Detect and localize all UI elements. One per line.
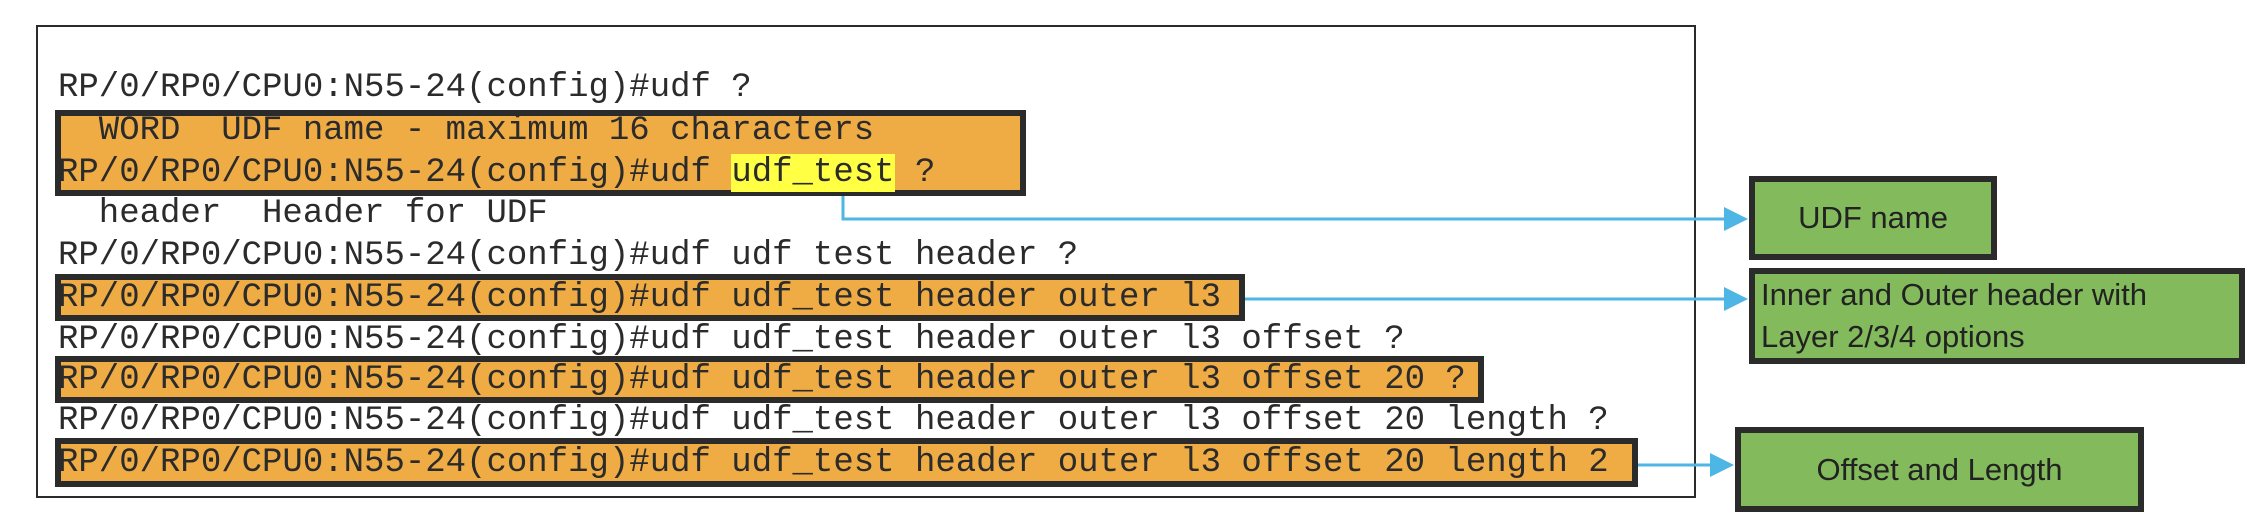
callout-text: UDF name (1798, 200, 1948, 235)
cli-line: WORD UDF name - maximum 16 characters (58, 112, 875, 150)
highlight-box-length (55, 438, 1638, 487)
callout-offset-length: Offset and Length (1735, 427, 2144, 512)
cli-line: RP/0/RP0/CPU0:N55-24(config)#udf udf_tes… (58, 321, 1405, 359)
callout-udf-name: UDF name (1749, 176, 1997, 260)
udf-name-highlight: udf_test (731, 154, 895, 192)
cli-line: RP/0/RP0/CPU0:N55-24(config)#udf udf_tes… (58, 279, 1221, 317)
cli-output-frame (36, 25, 1696, 498)
cli-line: header Header for UDF (58, 195, 548, 233)
highlight-box-offset (55, 356, 1484, 403)
highlight-box-header (55, 274, 1245, 321)
cli-line: RP/0/RP0/CPU0:N55-24(config)#udf udf_tes… (58, 402, 1609, 440)
cli-line: RP/0/RP0/CPU0:N55-24(config)#udf udf_tes… (58, 444, 1609, 482)
cli-prefix: RP/0/RP0/CPU0:N55-24(config)#udf (58, 154, 732, 192)
cli-line: RP/0/RP0/CPU0:N55-24(config)#udf udf_tes… (58, 361, 1466, 399)
cli-suffix: ? (894, 154, 936, 192)
arrow-udf-name (841, 196, 1748, 231)
callout-header: Inner and Outer header with Layer 2/3/4 … (1749, 268, 2245, 364)
callout-text: Inner and Outer header with Layer 2/3/4 … (1761, 277, 2148, 354)
cli-line: RP/0/RP0/CPU0:N55-24(config)#udf udf tes… (58, 237, 1079, 275)
cli-line: RP/0/RP0/CPU0:N55-24(config)#udf ? (58, 69, 752, 107)
callout-text: Offset and Length (1816, 451, 2063, 487)
cli-line: RP/0/RP0/CPU0:N55-24(config)#udf udf_tes… (58, 152, 935, 194)
